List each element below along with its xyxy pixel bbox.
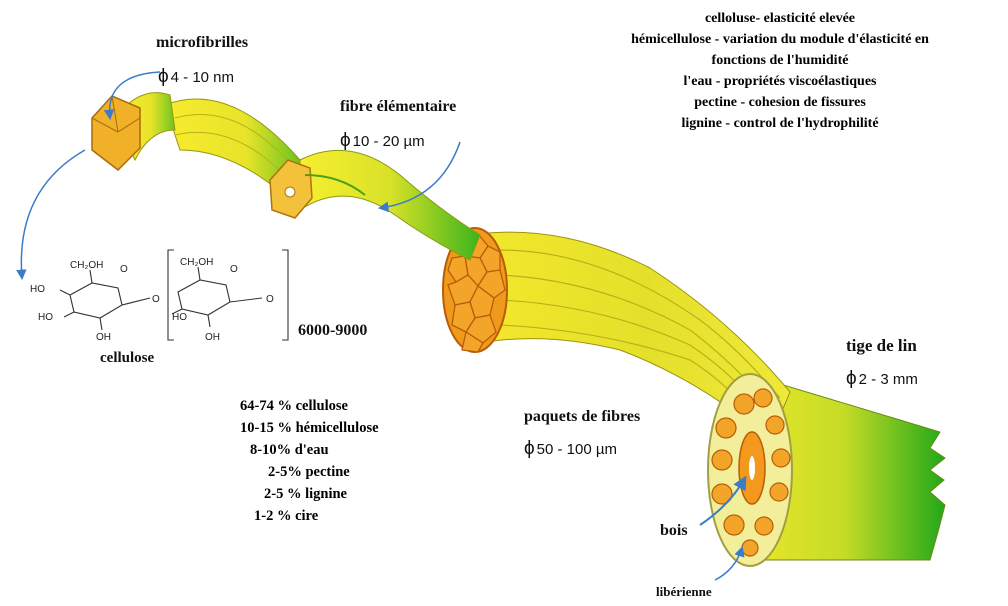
property-line: pectine - cohesion de fissures	[560, 92, 1000, 113]
o-1: O	[120, 264, 128, 275]
degree-of-polymerization: 6000-9000	[298, 322, 367, 340]
properties-list: celloluse- elasticité elevée hémicellulo…	[560, 8, 1000, 134]
microfibril-block	[92, 96, 140, 170]
oh-2: OH	[205, 332, 220, 343]
dim-paquets-de-fibres-value: 50 - 100 µm	[537, 441, 617, 458]
composition-list: 64-74 % cellulose 10-15 % hémicellulose …	[230, 395, 379, 527]
label-fibre-elementaire: fibre élémentaire	[340, 98, 456, 116]
dim-microfibrilles-value: 4 - 10 nm	[171, 69, 234, 86]
label-bois: bois	[660, 522, 688, 540]
oh-1: OH	[96, 332, 111, 343]
label-paquets-de-fibres: paquets de fibres	[524, 408, 640, 426]
composition-item: 8-10% d'eau	[230, 439, 379, 461]
composition-item: 10-15 % hémicellulose	[230, 417, 379, 439]
cellulose-formula-text: CH₂OH O HO HO OH O CH₂OH O HO OH O	[30, 257, 274, 343]
diameter-symbol: ϕ	[846, 368, 857, 389]
ch2oh-1: CH₂OH	[70, 260, 103, 271]
ch2oh-2: CH₂OH	[180, 257, 213, 268]
o-2: O	[152, 294, 160, 305]
label-microfibrilles: microfibrilles	[156, 34, 248, 52]
property-line: hémicellulose - variation du module d'él…	[560, 29, 1000, 50]
dim-tige-de-lin-value: 2 - 3 mm	[859, 371, 918, 388]
composition-item: 2-5 % lignine	[230, 483, 379, 505]
diameter-symbol: ϕ	[158, 66, 169, 87]
label-tige-de-lin: tige de lin	[846, 336, 917, 356]
ho-1: HO	[30, 284, 45, 295]
dim-fibre-elementaire-value: 10 - 20 µm	[353, 133, 425, 150]
property-line: lignine - control de l'hydrophilité	[560, 113, 1000, 134]
elementary-fiber	[300, 150, 480, 260]
property-line: fonctions de l'humidité	[560, 50, 1000, 71]
diameter-symbol: ϕ	[340, 130, 351, 151]
composition-item: 2-5% pectine	[230, 461, 379, 483]
ho-2: HO	[38, 312, 53, 323]
o-3: O	[230, 264, 238, 275]
property-line: l'eau - propriétés viscoélastiques	[560, 71, 1000, 92]
label-cellulose: cellulose	[100, 350, 154, 367]
arrow-cellulose	[21, 150, 85, 278]
label-liberienne: libérienne	[656, 584, 712, 600]
property-line: celloluse- elasticité elevée	[560, 8, 1000, 29]
o-4: O	[266, 294, 274, 305]
composition-item: 1-2 % cire	[230, 505, 379, 527]
composition-item: 64-74 % cellulose	[230, 395, 379, 417]
diameter-symbol: ϕ	[524, 438, 535, 459]
ho-3: HO	[172, 312, 187, 323]
